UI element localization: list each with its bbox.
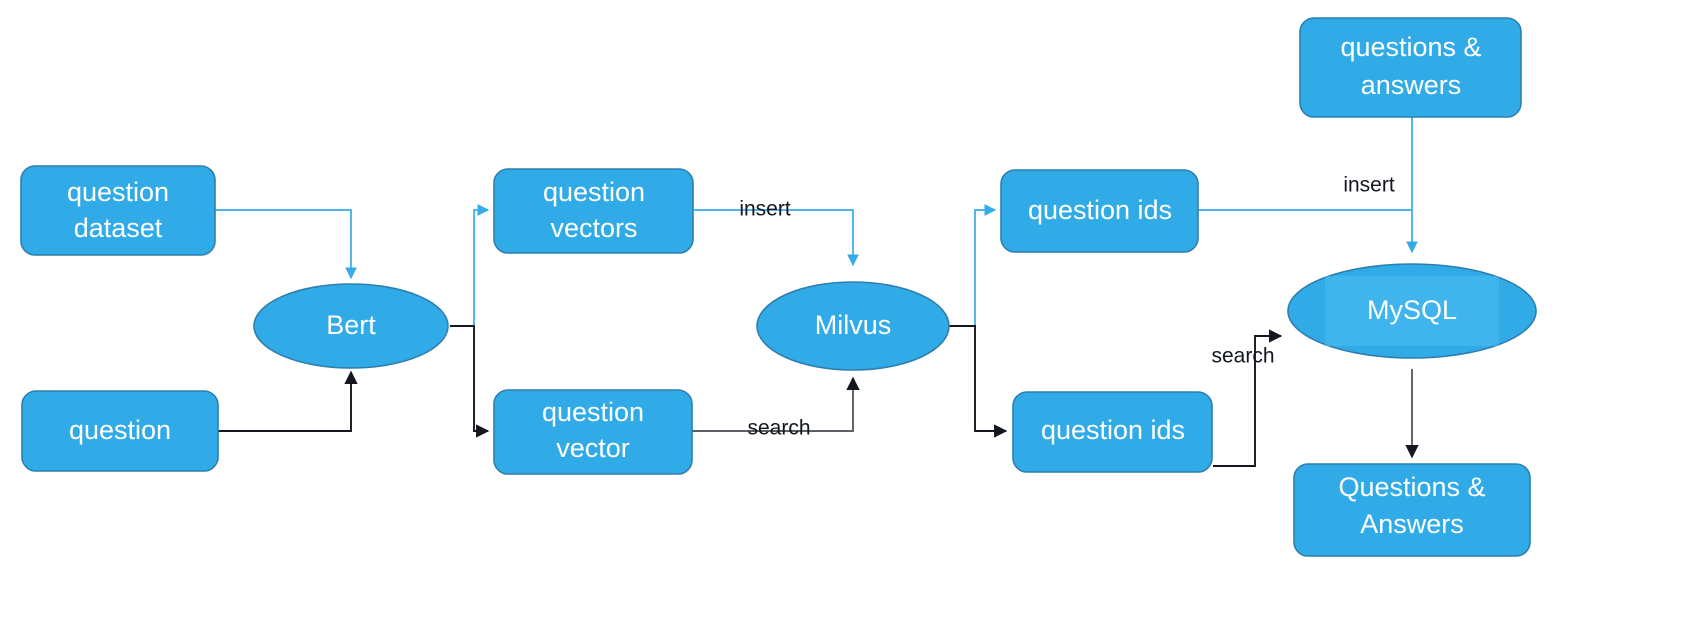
node-questions-answers-input[interactable]: questions & answers — [1299, 17, 1522, 118]
question-vectors-shape[interactable] — [493, 168, 694, 254]
edge-label-insert-milvus: insert — [739, 198, 791, 221]
questions-answers-output-shape[interactable] — [1293, 463, 1531, 557]
edge-question-vectors-to-milvus — [693, 209, 859, 267]
edge-dataset-to-bert — [215, 209, 357, 280]
edge-milvus-to-question-ids-top — [948, 204, 997, 327]
node-bert[interactable]: Bert — [253, 283, 449, 369]
node-questions-answers-output[interactable]: Questions & Answers — [1293, 463, 1531, 557]
question-ids-top-label: question ids — [1028, 195, 1172, 225]
questions-answers-input-label-line1: questions & — [1340, 32, 1481, 62]
question-dataset-label-line2: dataset — [74, 213, 163, 243]
node-question-ids-top[interactable]: question ids — [1000, 169, 1199, 253]
node-question[interactable]: question — [21, 390, 219, 472]
question-dataset-shape[interactable] — [20, 165, 216, 256]
questions-answers-input-label-line2: answers — [1361, 70, 1462, 100]
node-milvus[interactable]: Milvus — [756, 281, 950, 371]
edge-question-to-bert — [218, 370, 358, 432]
bert-shape[interactable] — [253, 283, 449, 369]
question-shape[interactable] — [21, 390, 219, 472]
question-vectors-label-line1: question — [543, 177, 645, 207]
edge-milvus-to-question-ids-bottom — [948, 325, 1008, 438]
milvus-shape[interactable] — [756, 281, 950, 371]
edge-question-ids-bottom-to-mysql — [1213, 329, 1283, 467]
node-question-dataset[interactable]: question dataset — [20, 165, 216, 256]
question-vector-shape[interactable] — [493, 389, 693, 475]
edge-label-insert-mysql: insert — [1343, 174, 1395, 197]
node-mysql[interactable]: MySQL — [1287, 263, 1537, 359]
question-vector-label-line1: question — [542, 397, 644, 427]
question-vector-label-line2: vector — [556, 433, 630, 463]
question-label: question — [69, 415, 171, 445]
milvus-label: Milvus — [815, 310, 892, 340]
node-question-ids-bottom[interactable]: question ids — [1012, 391, 1213, 473]
question-ids-bottom-shape[interactable] — [1012, 391, 1213, 473]
edge-question-vector-to-milvus — [692, 376, 860, 432]
questions-answers-output-label-line2: Answers — [1360, 509, 1464, 539]
question-vectors-label-line2: vectors — [550, 213, 637, 243]
edge-label-search-milvus: search — [747, 417, 810, 440]
question-ids-bottom-label: question ids — [1041, 415, 1185, 445]
edge-bert-to-question-vector — [450, 325, 490, 438]
mysql-label: MySQL — [1367, 295, 1457, 325]
node-question-vectors[interactable]: question vectors — [493, 168, 694, 254]
question-ids-top-shape[interactable] — [1000, 169, 1199, 253]
node-question-vector[interactable]: question vector — [493, 389, 693, 475]
questions-answers-input-shape[interactable] — [1299, 17, 1522, 118]
edge-bert-to-question-vectors — [450, 204, 490, 327]
bert-label: Bert — [326, 310, 376, 340]
edge-label-search-mysql: search — [1211, 345, 1274, 368]
questions-answers-output-label-line1: Questions & — [1338, 472, 1485, 502]
question-dataset-label-line1: question — [67, 177, 169, 207]
mysql-selection-highlight — [1325, 276, 1499, 346]
